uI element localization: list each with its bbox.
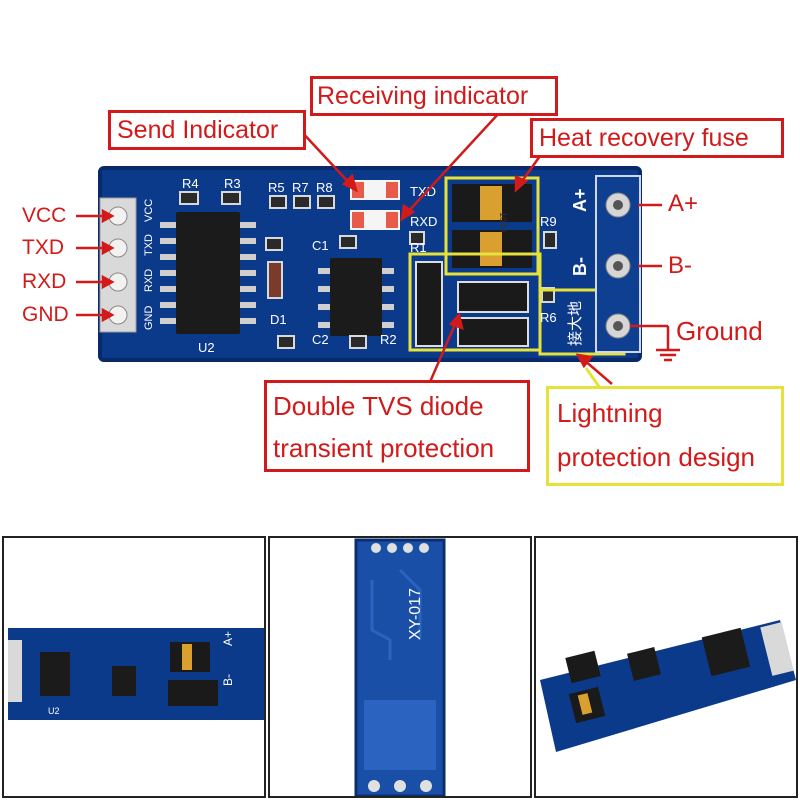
silk-r9: R9 — [540, 214, 557, 229]
label-rxd: RXD — [22, 270, 67, 293]
callout-receiving-indicator-text: Receiving indicator — [317, 82, 529, 110]
silk-ground-cn: 接大地 — [567, 301, 584, 346]
callout-receiving-indicator: Receiving indicator — [310, 76, 558, 116]
label-b-minus: B- — [668, 252, 692, 279]
silk-term-b: B- — [570, 257, 590, 276]
u1-chip — [318, 258, 394, 336]
silk-r1: R1 — [410, 240, 427, 255]
bottom-right-photo — [536, 538, 796, 796]
callout-send-indicator: Send Indicator — [108, 110, 306, 150]
led-indicators — [350, 180, 400, 230]
silk-r4: R4 — [182, 176, 199, 191]
silk-r2: R2 — [380, 332, 397, 347]
callout-lightning-protection: Lightning protection design — [546, 386, 784, 486]
panel-front-view — [2, 536, 266, 798]
label-a-plus: A+ — [668, 190, 699, 217]
panel-back-view — [268, 536, 532, 798]
lightning-leader — [584, 367, 602, 389]
label-ground: Ground — [676, 316, 763, 346]
smd-parts — [179, 191, 557, 349]
silk-c2: C2 — [312, 332, 329, 347]
label-vcc: VCC — [22, 204, 67, 227]
silk-fuse-code: 1040 — [498, 212, 508, 232]
bottom-left-photo: A+ B- U2 — [4, 538, 264, 796]
callout-double-tvs-line1: Double TVS diode — [273, 391, 484, 421]
silk-r6: R6 — [540, 310, 557, 325]
callout-lightning-line2: protection design — [557, 442, 756, 472]
callout-double-tvs: Double TVS diode transient protection — [264, 380, 530, 472]
callout-heat-recovery-fuse: Heat recovery fuse — [530, 118, 784, 158]
silk-r7: R7 — [292, 180, 309, 195]
bl-u2: U2 — [48, 706, 60, 716]
silk-led-rxd: RXD — [410, 214, 437, 229]
silk-r5: R5 — [268, 180, 285, 195]
callout-double-tvs-line2: transient protection — [273, 433, 495, 463]
silk-header-txd: TXD — [143, 234, 155, 256]
silk-r3: R3 — [224, 176, 241, 191]
d1-diode — [267, 261, 283, 299]
tvs-diodes — [408, 252, 542, 352]
label-txd: TXD — [22, 236, 64, 259]
silkscreen-text: R4 R3 R5 R7 R8 TXD RXD C1 R1 D1 C2 R2 U2… — [143, 176, 590, 355]
silk-c1: C1 — [312, 238, 329, 253]
bl-term-a: A+ — [221, 631, 235, 646]
fuse-block — [444, 176, 540, 276]
silk-d1: D1 — [270, 312, 287, 327]
silk-header-rxd: RXD — [143, 269, 155, 292]
bottom-middle-photo: XY-017 — [354, 538, 446, 798]
silk-header-vcc: VCC — [143, 199, 155, 222]
back-model: XY-017 — [407, 588, 424, 640]
u2-chip — [160, 212, 256, 334]
callout-send-indicator-text: Send Indicator — [117, 116, 279, 144]
terminal-area — [595, 175, 641, 353]
silk-term-a: A+ — [570, 188, 590, 212]
callout-leaders — [76, 111, 680, 385]
silk-r8: R8 — [316, 180, 333, 195]
callout-heat-recovery-fuse-text: Heat recovery fuse — [539, 124, 749, 152]
bl-term-b: B- — [221, 674, 235, 686]
callout-lightning-line1: Lightning — [557, 398, 663, 428]
panel-angle-view — [534, 536, 798, 798]
silk-header-gnd: GND — [143, 306, 155, 331]
label-gnd: GND — [22, 303, 69, 326]
main-board: R4 R3 R5 R7 R8 TXD RXD C1 R1 D1 C2 R2 U2… — [98, 166, 642, 362]
silk-u2: U2 — [198, 340, 215, 355]
